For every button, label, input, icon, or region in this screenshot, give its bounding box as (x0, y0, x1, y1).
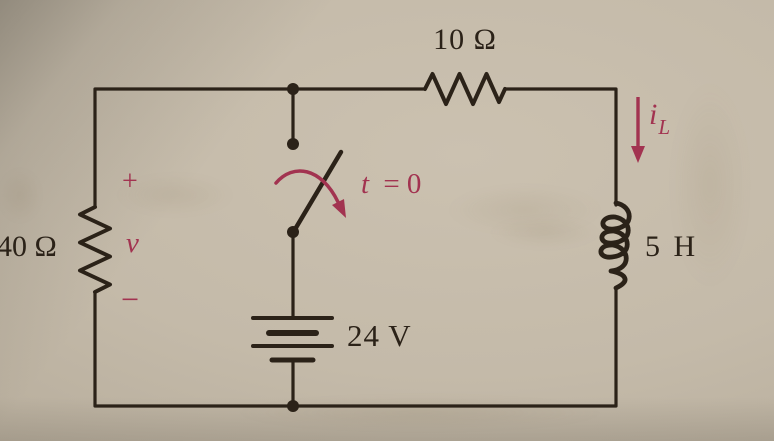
left-resistor-symbol (78, 205, 112, 294)
voltage-minus-sign: − (121, 281, 140, 317)
voltage-plus-sign: + (122, 166, 138, 197)
switch-closing-arrowhead (332, 199, 346, 218)
circuit-wire-frame (93, 87, 618, 408)
switch-terminal-dot-lower (287, 226, 299, 238)
inductor-label: 5 H (645, 230, 699, 263)
top-resistor-label: 10 Ω (433, 23, 497, 56)
switch-time-value: = 0 (383, 168, 422, 200)
inductor-current-symbol: i (649, 98, 658, 131)
inductor-current-arrowhead (631, 146, 645, 163)
voltage-symbol: v (126, 227, 139, 259)
inductor-current-subscript: L (658, 115, 671, 139)
top-resistor-symbol (423, 72, 507, 106)
inductor-symbol (598, 200, 632, 291)
inductor-current-label: iL (649, 98, 670, 138)
junction-dot-bottom (287, 400, 299, 412)
left-resistor-label: 40 Ω (0, 230, 57, 263)
switch-closing-arrow-arc (274, 169, 340, 204)
switch-blade (291, 149, 344, 234)
switch-time-label: t = 0 (361, 170, 421, 199)
junction-dot-top (287, 83, 299, 95)
battery-voltage-label: 24 V (347, 318, 412, 353)
switch-terminal-dot-upper (287, 138, 299, 150)
switch-time-variable: t (361, 168, 370, 200)
